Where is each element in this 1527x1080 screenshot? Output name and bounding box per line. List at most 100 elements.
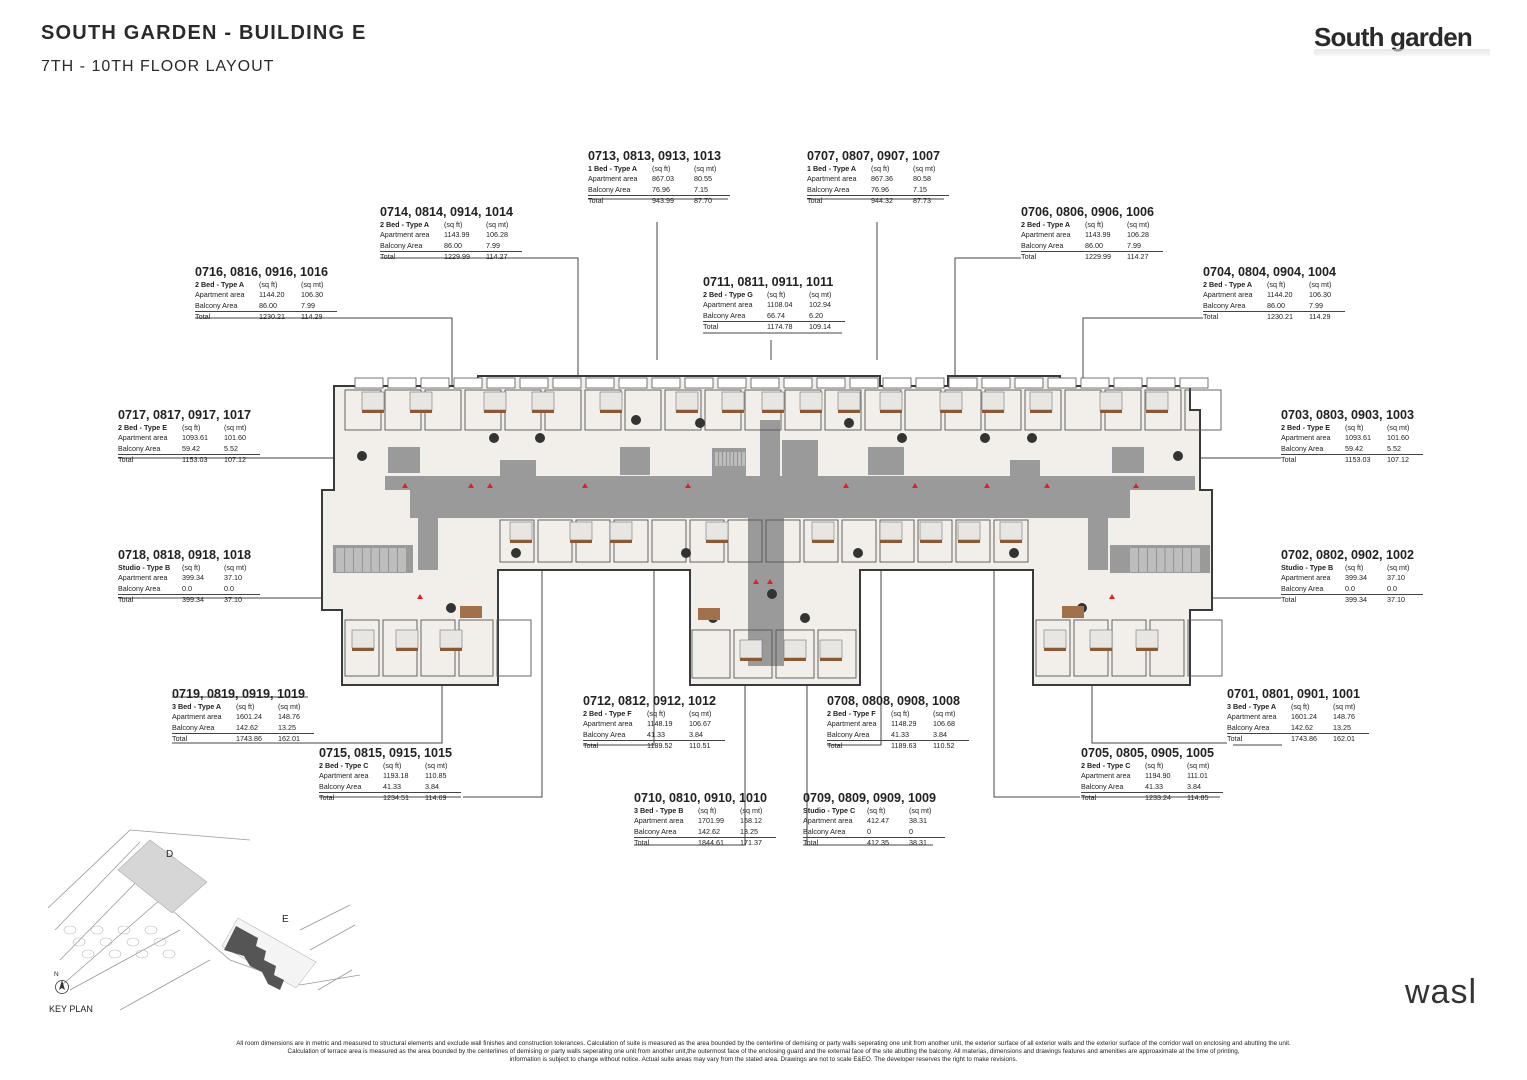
bed-headboard (1136, 648, 1158, 651)
unit-type-row: 2 Bed - Type A(sq ft)(sq mt) (1021, 220, 1163, 230)
disclaimer-line-1: All room dimensions are in metric and me… (236, 1040, 1291, 1047)
entry-marker (767, 579, 773, 584)
balcony-area-row-cell: 86.00 (1267, 300, 1285, 310)
bed-headboard (484, 410, 506, 413)
leader-line (172, 680, 443, 744)
apartment-area-row-cell: Apartment area (380, 230, 430, 240)
apartment-area-row-cell: 37.10 (1387, 573, 1405, 583)
total-row-cell: Total (703, 321, 719, 331)
balcony-area-row-cell: Balcony Area (807, 184, 850, 194)
balcony (486, 377, 516, 389)
unit-type-row-cell: (sq ft) (1085, 220, 1104, 229)
unit-type-row-cell: (sq mt) (486, 220, 509, 229)
corridor (868, 447, 904, 475)
entry-marker (984, 483, 990, 488)
apartment-area-row-cell: Apartment area (827, 719, 877, 729)
unit-type-row-cell: 3 Bed - Type B (634, 806, 684, 815)
room (817, 629, 857, 679)
apartment-area-row-cell: 38.31 (909, 816, 927, 826)
unit-type-row-cell: (sq mt) (1127, 220, 1150, 229)
brand-logo-reflection (1314, 49, 1490, 56)
leader-line (827, 570, 882, 746)
total-row-cell: Total (634, 837, 650, 847)
total-row-cell: Total (583, 740, 599, 750)
unit-type-row-cell: (sq ft) (698, 806, 717, 815)
building-e (224, 926, 284, 990)
apartment-area-row-cell: Apartment area (319, 771, 369, 781)
unit-type-row: Studio - Type C(sq ft)(sq mt) (803, 806, 945, 816)
unit-type-row-cell: (sq mt) (301, 280, 324, 289)
unit-type-row-cell: 2 Bed - Type F (583, 709, 632, 718)
total-row-cell: Total (588, 195, 604, 205)
unit-numbers: 0711, 0811, 0911, 1011 (703, 275, 834, 289)
balcony-area-row-cell: Balcony Area (118, 443, 161, 453)
apartment-area-row-cell: 1108.04 (767, 300, 793, 310)
unit-numbers: 0714, 0814, 0914, 1014 (380, 205, 514, 219)
unit-type-row-cell: (sq ft) (182, 423, 201, 432)
bed-headboard (784, 658, 806, 661)
unit-numbers: 0716, 0816, 0916, 1016 (195, 265, 329, 279)
unit-type-row-cell: 2 Bed - Type A (1203, 280, 1253, 289)
unit-numbers: 0715, 0815, 0915, 1015 (319, 746, 453, 760)
bed-headboard (610, 540, 632, 543)
unit-type-row-cell: Studio - Type B (118, 563, 171, 572)
apartment-area-row-cell: 1701.99 (698, 816, 724, 826)
apartment-area-row-cell: 1148.19 (647, 719, 673, 729)
balcony-area-row-cell: 3.84 (1187, 781, 1201, 791)
stairs (1130, 548, 1200, 572)
total-row-cell: 171.37 (740, 837, 762, 847)
total-row-cell: 1229.99 (444, 251, 470, 261)
plant (1009, 548, 1019, 558)
unit-type-row-cell: (sq mt) (224, 563, 247, 572)
unit-type-row-cell: (sq mt) (1187, 761, 1210, 770)
balcony (816, 377, 846, 389)
bed (531, 391, 555, 411)
total-row-cell: 162.01 (1333, 733, 1355, 743)
total-row-cell: Total (807, 195, 823, 205)
balcony (1047, 377, 1077, 389)
apartment-area-row-cell: 1143.99 (444, 230, 470, 240)
balcony (684, 377, 714, 389)
balcony (882, 377, 912, 389)
balcony-area-row-cell: 142.62 (236, 722, 258, 732)
balcony-area-row-cell: 7.15 (694, 184, 708, 194)
leader-line (195, 317, 453, 390)
apartment-area-row-cell: 80.58 (913, 174, 931, 184)
balcony-area-row-cell: 7.99 (301, 300, 315, 310)
apartment-area-row-cell: Apartment area (1281, 573, 1331, 583)
entry-marker (402, 483, 408, 488)
bed (999, 521, 1023, 541)
plant (853, 548, 863, 558)
balcony (1080, 377, 1110, 389)
unit-type-row: 2 Bed - Type F(sq ft)(sq mt) (583, 709, 725, 719)
apartment-area-row-cell: 102.94 (809, 300, 831, 310)
plant (681, 548, 691, 558)
unit-type-row: 3 Bed - Type A(sq ft)(sq mt) (172, 702, 314, 712)
plant (844, 418, 854, 428)
apartment-area-row-cell: 1194.90 (1145, 771, 1171, 781)
apartment-area-row-cell: 1144.20 (1267, 290, 1293, 300)
total-row-cell: 1230.21 (259, 311, 285, 321)
total-row-cell: 114.27 (1127, 251, 1149, 261)
apartment-area-row-cell: 158.12 (740, 816, 762, 826)
total-row-cell: 114.27 (486, 251, 508, 261)
bed (879, 521, 903, 541)
unit-type-row: Studio - Type B(sq ft)(sq mt) (118, 563, 260, 573)
